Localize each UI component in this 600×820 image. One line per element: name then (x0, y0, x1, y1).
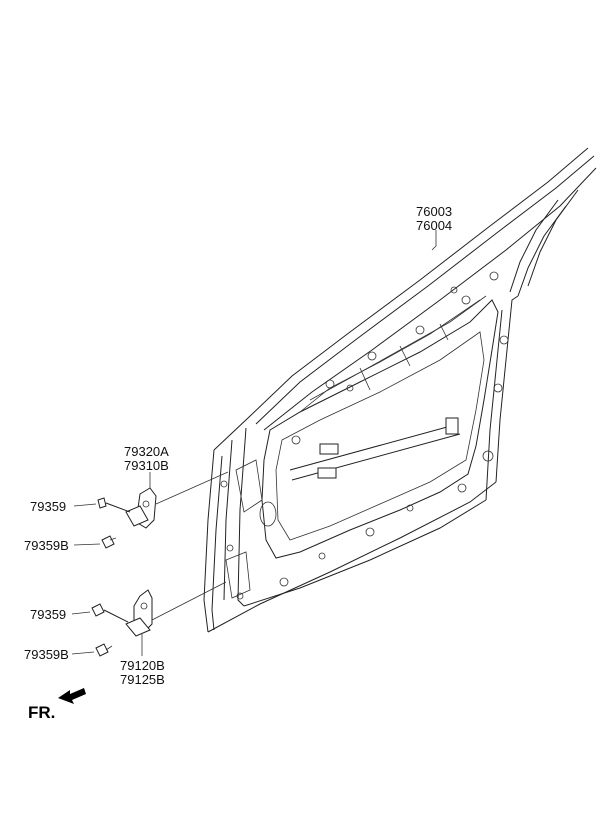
callout-lower-hinge-1: 79120B (120, 658, 165, 673)
lower-hinge (125, 589, 153, 637)
lower-bolt-a (91, 603, 129, 623)
door-panel (203, 147, 597, 633)
callout-lower-bolt-a: 79359 (30, 607, 66, 622)
upper-bolt-a (97, 497, 131, 513)
upper-hinge-leader (155, 471, 229, 505)
upper-hinge (125, 487, 157, 529)
callout-upper-bolt-b: 79359B (24, 538, 69, 553)
callout-upper-bolt-a: 79359 (30, 499, 66, 514)
front-direction-marker: FR. (28, 688, 86, 722)
lower-bolt-b (95, 643, 113, 657)
front-label: FR. (28, 703, 55, 722)
lower-hinge-leader (151, 581, 227, 621)
callout-upper-hinge-1: 79320A (124, 444, 169, 459)
callout-lower-hinge-2: 79125B (120, 672, 165, 687)
callout-door-panel-2: 76004 (416, 218, 452, 233)
callout-upper-hinge-2: 79310B (124, 458, 169, 473)
callout-lower-bolt-b: 79359B (24, 647, 69, 662)
front-arrow-icon (58, 688, 86, 704)
callout-door-panel-1: 76003 (416, 204, 452, 219)
door-panel-leader (431, 230, 437, 251)
upper-bolt-b (101, 535, 117, 549)
